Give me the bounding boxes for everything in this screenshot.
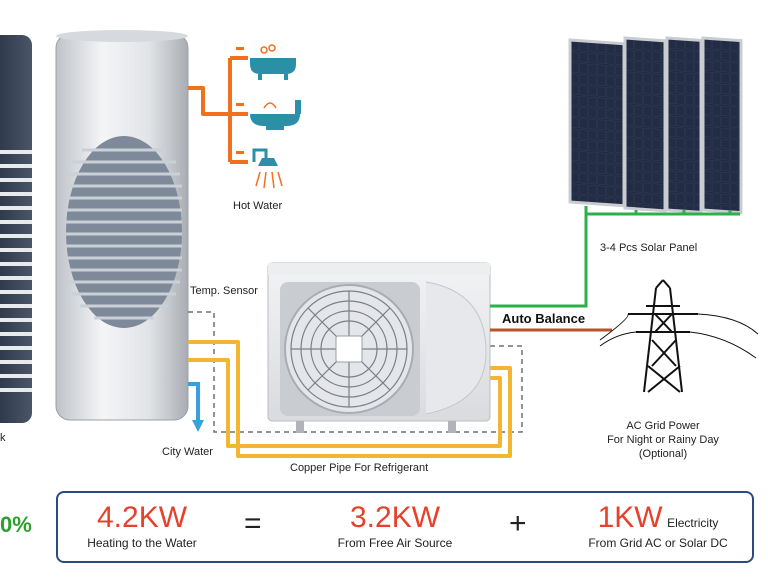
term-air-source: 3.2KW From Free Air Source bbox=[320, 501, 470, 551]
term-heating-caption: Heating to the Water bbox=[87, 536, 197, 550]
left-tank-stripes bbox=[0, 150, 32, 392]
efficiency-percent: 0% bbox=[0, 512, 32, 537]
solar-cable bbox=[490, 206, 740, 308]
hot-water-pipe bbox=[188, 56, 248, 164]
tank-vent-stripes bbox=[66, 148, 182, 320]
solar-panels bbox=[568, 36, 743, 215]
city-water-arrow bbox=[192, 420, 204, 432]
refrigerant-pipe bbox=[188, 340, 512, 458]
temp-sensor-label: Temp. Sensor bbox=[190, 285, 258, 297]
water-tank bbox=[55, 30, 189, 421]
city-water-label: City Water bbox=[162, 446, 213, 458]
bathtub-icon bbox=[236, 44, 296, 80]
ac-grid-line1: AC Grid Power bbox=[626, 420, 700, 432]
ac-grid-label: AC Grid Power For Night or Rainy Day (Op… bbox=[596, 419, 730, 461]
term-electricity-suffix: Electricity bbox=[667, 516, 719, 530]
equation-box: 4.2KW Heating to the Water = 3.2KW From … bbox=[56, 491, 754, 563]
temp-sensor-line bbox=[188, 311, 523, 433]
heat-pump-unit bbox=[267, 262, 491, 433]
ac-grid-line3: (Optional) bbox=[638, 448, 688, 460]
term-air-source-value: 3.2KW bbox=[349, 501, 441, 534]
equals-sign: = bbox=[244, 507, 262, 540]
left-tank-label: k bbox=[0, 432, 6, 444]
sink-icon bbox=[236, 100, 301, 130]
term-electricity-caption: From Grid AC or Solar DC bbox=[588, 536, 728, 550]
term-heating-value: 4.2KW bbox=[96, 501, 188, 534]
term-air-source-caption: From Free Air Source bbox=[337, 536, 453, 550]
term-electricity: 1KW Electricity From Grid AC or Solar DC bbox=[578, 501, 738, 551]
hot-water-label: Hot Water bbox=[233, 200, 283, 212]
term-electricity-value: 1KW bbox=[597, 501, 663, 534]
copper-pipe-label: Copper Pipe For Refrigerant bbox=[290, 462, 429, 474]
plus-sign: + bbox=[509, 507, 527, 540]
term-heating: 4.2KW Heating to the Water bbox=[72, 501, 212, 551]
fan-grill bbox=[290, 290, 408, 408]
left-tank bbox=[0, 35, 32, 423]
auto-balance-label: Auto Balance bbox=[502, 311, 586, 326]
solar-panel-label: 3-4 Pcs Solar Panel bbox=[600, 242, 698, 254]
city-water-pipe bbox=[188, 382, 200, 422]
ac-grid-line2: For Night or Rainy Day bbox=[607, 434, 719, 446]
shower-icon bbox=[236, 148, 283, 189]
power-tower-icon bbox=[599, 279, 759, 393]
